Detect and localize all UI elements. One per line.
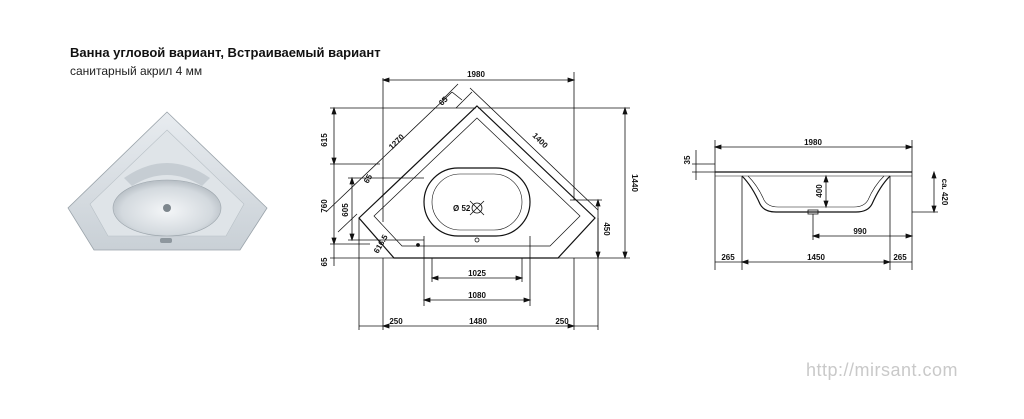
bathtub-photo [67,111,268,251]
side-dim-right: 265 [893,253,907,262]
dim-diag-left: 1270 [387,132,406,151]
dim-bottom-right: 250 [555,317,569,326]
dim-left-bottom: 65 [320,257,329,266]
side-dim-width: 1980 [804,138,822,147]
dim-diag-right: 1400 [531,131,550,150]
dim-bottom-mid: 1480 [469,317,487,326]
dim-small-cut: 65 [362,172,375,185]
side-dim-rim: 35 [683,155,692,164]
dim-total-width: 1980 [467,70,485,79]
page-subtitle: санитарный акрил 4 мм [70,64,203,78]
dim-bottom-left: 250 [389,317,403,326]
dim-inner-width-2: 1080 [468,291,486,300]
side-view [692,140,938,270]
watermark: http://mirsant.com [806,360,959,380]
dim-left-mid: 760 [320,199,329,213]
dim-right-mid: 450 [602,222,611,236]
dim-right-height: 1440 [630,174,639,192]
side-dim-mid: 1450 [807,253,825,262]
page-title: Ванна угловой вариант, Встраиваемый вари… [70,45,381,60]
dim-drain-offset: 616.5 [372,233,390,255]
side-dim-height: ca. 420 [940,179,949,206]
dim-left-top: 615 [320,133,329,147]
top-view [325,72,630,330]
side-dim-left: 265 [721,253,735,262]
side-dim-drain: 990 [853,227,867,236]
drain-diameter-label: Ø 52 [453,204,471,213]
side-dim-depth: 400 [815,184,824,198]
dim-corner-cut: 65 [437,94,450,107]
dim-inner-height: 605 [341,203,350,217]
dim-inner-width: 1025 [468,269,486,278]
